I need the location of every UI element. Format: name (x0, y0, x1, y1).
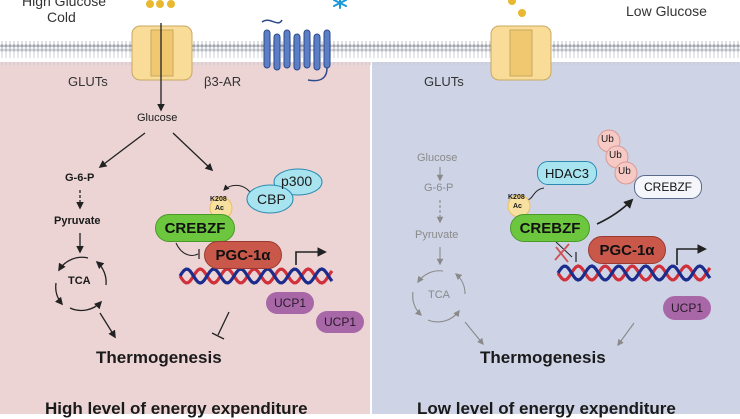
ub-label-2: Ub (609, 150, 622, 161)
glut-label-right: GLUTs (424, 74, 464, 89)
pathway-inactive-right (412, 167, 635, 347)
pgc1a-protein-left: PGC-1α (204, 241, 282, 269)
g6p-label-right: G-6-P (424, 182, 454, 194)
dna-strand-blue (178, 267, 334, 285)
pgc1a-protein-right: PGC-1α (588, 236, 666, 264)
pyruvate-label-left: Pyruvate (54, 215, 101, 227)
cbp-label: CBP (257, 191, 286, 207)
dna-helix-left (178, 267, 334, 285)
condition-low-glucose-label: Low Glucose (626, 3, 707, 19)
cbp-protein (246, 184, 294, 214)
hdac3-protein: HDAC3 (537, 161, 597, 185)
pyruvate-label-right: Pyruvate (415, 229, 459, 241)
glut-transporter-right (490, 25, 552, 81)
g6p-label-left: G-6-P (65, 172, 95, 184)
summary-low-expenditure: Low level of energy expenditure (417, 399, 676, 418)
glut-transporter-left (131, 25, 193, 81)
crebzf-degraded-protein: CREBZF (634, 175, 702, 199)
dna-strand-blue (556, 264, 712, 282)
tca-label-right: TCA (428, 289, 450, 301)
dna-strand-red (556, 264, 712, 282)
glucose-molecules-left (146, 0, 175, 8)
summary-high-expenditure: High level of energy expenditure (45, 399, 308, 418)
glucose-label-left: Glucose (137, 112, 178, 124)
tca-label-left: TCA (68, 275, 91, 287)
ub-label-3: Ub (618, 166, 631, 177)
tca-cycle-left (55, 256, 107, 312)
ucp1-protein-left-1: UCP1 (266, 292, 314, 314)
crebzf-protein-left: CREBZF (155, 214, 235, 242)
thermogenesis-label-right: Thermogenesis (480, 348, 606, 367)
ub-circle-3 (614, 161, 638, 185)
beta3-ar-label: β3-AR (204, 74, 242, 89)
snowflake-icon (333, 0, 347, 9)
acetyl-k208-left: K208 (210, 196, 227, 203)
glut-label-left: GLUTs (68, 74, 108, 89)
dna-strand-red (178, 267, 334, 285)
dna-helix-right (556, 264, 712, 282)
ucp1-protein-left-2: UCP1 (316, 311, 364, 333)
crebzf-protein-right: CREBZF (510, 214, 590, 242)
glucose-label-right: Glucose (417, 152, 458, 164)
cell-membrane (0, 41, 740, 65)
acetyl-k208-right: K208 (508, 194, 525, 201)
condition-high-glucose-label: High Glucose (22, 0, 107, 9)
p300-label: p300 (281, 173, 313, 189)
beta3-adrenergic-receptor (261, 19, 331, 82)
thermogenesis-label-left: Thermogenesis (96, 348, 222, 367)
glucose-molecules-right (508, 0, 526, 17)
ucp1-protein-right: UCP1 (663, 296, 711, 320)
ub-label-1: Ub (601, 134, 614, 145)
condition-cold-label: Cold (47, 9, 76, 25)
acetyl-ac-left: Ac (215, 205, 224, 212)
acetyl-ac-right: Ac (513, 203, 522, 210)
